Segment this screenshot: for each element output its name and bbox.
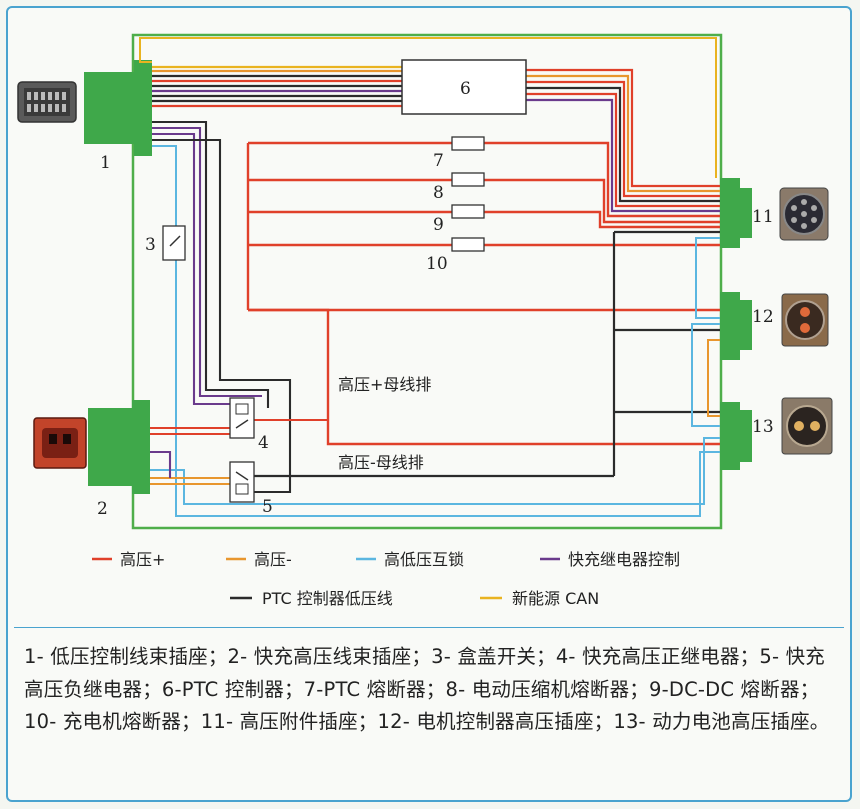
legend-label-3: 快充继电器控制 xyxy=(568,550,680,569)
relay-5 xyxy=(229,461,255,503)
wiring-diagram: 1 2 11 12 13 xyxy=(17,33,833,608)
connector-11 xyxy=(720,178,829,248)
connector-1 xyxy=(17,60,152,156)
label-12: 12 xyxy=(752,307,774,327)
legend-label-4: PTC 控制器低压线 xyxy=(262,589,393,608)
label-1: 1 xyxy=(100,153,111,173)
fuses xyxy=(451,136,485,252)
legend-label-0: 高压+ xyxy=(120,550,165,569)
ptc-wires xyxy=(139,37,720,213)
label-6: 6 xyxy=(460,79,471,99)
label-3: 3 xyxy=(145,235,156,255)
fuse-wires xyxy=(246,141,720,446)
legend-label-2: 高低压互锁 xyxy=(384,550,464,569)
relay-control-wires xyxy=(150,120,330,494)
legend-label-1: 高压- xyxy=(254,550,292,569)
label-4: 4 xyxy=(258,433,269,453)
relay-4 xyxy=(229,397,255,439)
connector-2 xyxy=(33,400,150,494)
legend-label-5: 新能源 CAN xyxy=(512,589,599,608)
fuse-7 xyxy=(451,136,485,151)
negative-bus-wires xyxy=(252,230,720,478)
caption-separator xyxy=(14,627,844,628)
figure-caption: 1- 低压控制线束插座；2- 快充高压线束插座；3- 盒盖开关；4- 快充高压正… xyxy=(24,645,830,733)
legend: 高压+ 高压- 高低压互锁 快充继电器控制 PTC 控制器低压线 新能源 CAN xyxy=(92,550,680,608)
negative-bus-label: 高压-母线排 xyxy=(338,453,424,472)
positive-bus-label: 高压+母线排 xyxy=(338,375,431,394)
distribution-box-outline xyxy=(131,33,723,530)
fuse-9 xyxy=(451,204,485,219)
label-7: 7 xyxy=(433,151,444,171)
label-9: 9 xyxy=(433,215,444,235)
label-13: 13 xyxy=(752,417,774,437)
label-11: 11 xyxy=(752,207,774,227)
label-10: 10 xyxy=(426,254,448,274)
label-2: 2 xyxy=(97,499,108,519)
ptc-controller xyxy=(401,59,527,115)
fuse-8 xyxy=(451,172,485,187)
fuse-10 xyxy=(451,237,485,252)
label-5: 5 xyxy=(262,497,273,517)
label-8: 8 xyxy=(433,183,444,203)
interlock-wires xyxy=(150,145,720,517)
connector-12 xyxy=(720,292,829,360)
connector-13 xyxy=(720,397,833,470)
